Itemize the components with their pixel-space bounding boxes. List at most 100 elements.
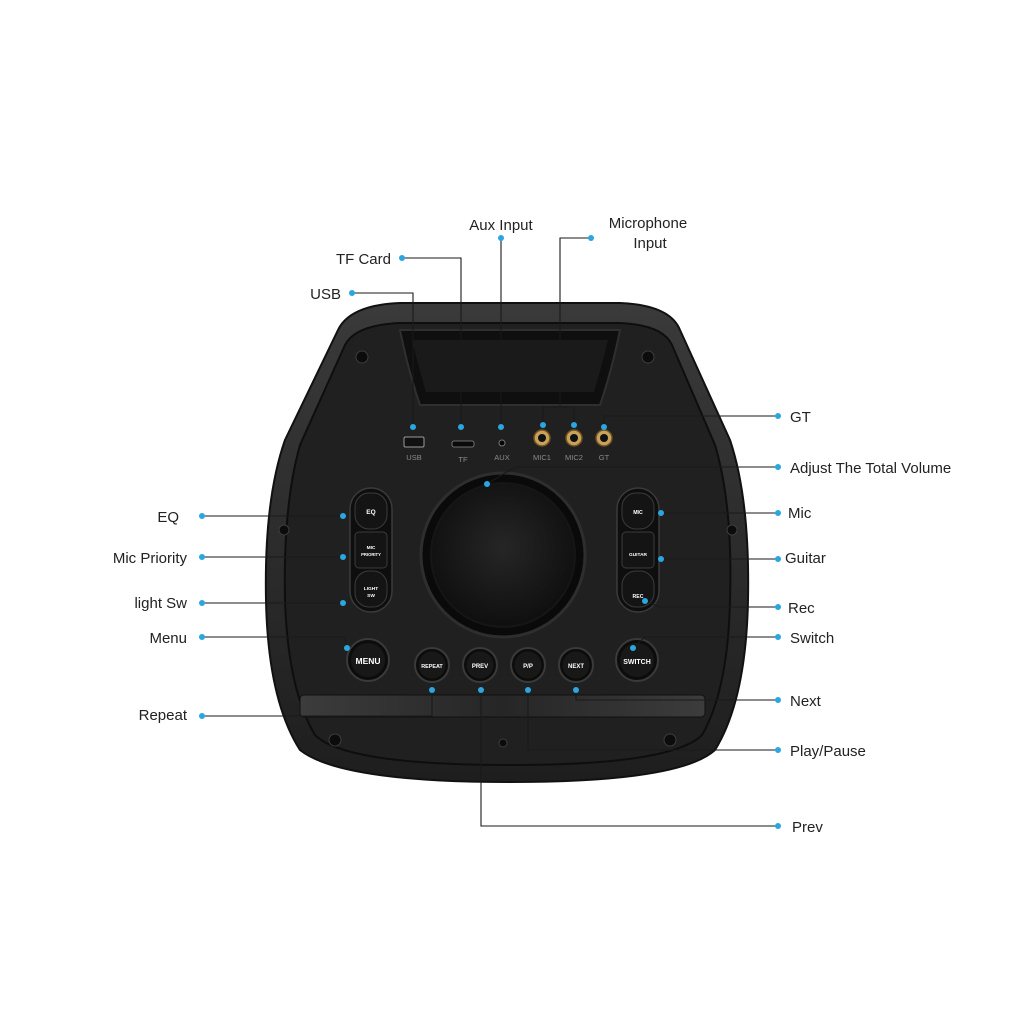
screw — [278, 524, 290, 536]
dot-usb-port — [410, 424, 416, 430]
dot-menu-button — [344, 645, 350, 651]
callout-repeat: Repeat — [139, 707, 188, 724]
callout-mic: Mic — [788, 505, 812, 522]
dot-rec-label — [775, 604, 781, 610]
rec-button-label: REC — [633, 594, 644, 600]
callout-light-sw: light Sw — [134, 595, 187, 612]
dot-tf-label — [399, 255, 405, 261]
dot-guitar-button — [658, 556, 664, 562]
dot-mic-input-label — [588, 235, 594, 241]
dot-mic2-port — [571, 422, 577, 428]
dot-aux-port — [498, 424, 504, 430]
aux-jack-label: AUX — [494, 453, 509, 462]
bottom-grip-strip — [299, 694, 706, 718]
dot-switch-button — [630, 645, 636, 651]
leader-prev — [480, 690, 778, 827]
dot-mic-priority-button — [340, 554, 346, 560]
eq-button[interactable]: EQ — [354, 492, 388, 530]
callout-adjust-volume: Adjust The Total Volume — [790, 460, 951, 477]
leader-repeat — [202, 690, 433, 717]
menu-button-label: MENU — [355, 656, 380, 666]
guitar-button[interactable]: GUITAR — [621, 531, 655, 569]
dot-repeat-button — [429, 687, 435, 693]
dot-switch-label — [775, 634, 781, 640]
callout-microphone-input-line1: Microphone — [609, 215, 687, 232]
dot-eq-label — [199, 513, 205, 519]
leader-gt — [603, 415, 778, 427]
callout-tf-card: TF Card — [336, 251, 391, 268]
play-pause-button[interactable]: P/P — [510, 647, 546, 683]
callout-prev: Prev — [792, 819, 823, 836]
callout-microphone-input-line2: Input — [633, 235, 667, 252]
screw — [498, 738, 508, 748]
usb-port-label: USB — [406, 453, 421, 462]
gt-jack-label: GT — [599, 453, 610, 462]
dot-play-pause-label — [775, 747, 781, 753]
dot-play-pause-button — [525, 687, 531, 693]
dot-gt-port — [601, 424, 607, 430]
dot-volume-knob — [484, 481, 490, 487]
screw — [328, 733, 342, 747]
dot-prev-button — [478, 687, 484, 693]
eq-button-label: EQ — [366, 509, 375, 516]
mic1-jack-label: MIC1 — [533, 453, 551, 462]
aux-jack-icon — [498, 439, 506, 447]
repeat-button-label: REPEAT — [421, 664, 443, 670]
callout-menu: Menu — [149, 630, 187, 647]
dot-mic1-port — [540, 422, 546, 428]
dot-usb-label — [349, 290, 355, 296]
next-button[interactable]: NEXT — [558, 647, 594, 683]
prev-button-label: PREV — [472, 664, 488, 670]
repeat-button[interactable]: REPEAT — [414, 647, 450, 683]
callout-mic-priority: Mic Priority — [113, 550, 188, 567]
dot-mic-priority-label — [199, 554, 205, 560]
callout-rec: Rec — [788, 600, 815, 617]
tf-slot-label: TF — [458, 455, 468, 464]
dot-gt-label — [775, 413, 781, 419]
callout-gt: GT — [790, 409, 811, 426]
menu-button[interactable]: MENU — [346, 638, 390, 682]
light-sw-button-label-line2: SW — [367, 593, 375, 599]
right-button-column: MIC GUITAR REC — [616, 487, 660, 613]
mic-priority-button-label-line1: MIC — [367, 545, 376, 551]
dot-mic-label — [775, 510, 781, 516]
bottom-button-row: MENU REPEAT PREV P/P NEXT SWITCH — [346, 638, 659, 683]
volume-knob[interactable] — [419, 471, 587, 639]
light-sw-button[interactable]: LIGHT SW — [354, 570, 388, 608]
callout-next: Next — [790, 693, 822, 710]
mic-button[interactable]: MIC — [621, 492, 655, 530]
leader-lines — [202, 237, 778, 827]
mic-button-label: MIC — [633, 510, 643, 516]
screw — [641, 350, 655, 364]
dot-mic-button — [658, 510, 664, 516]
callout-guitar: Guitar — [785, 550, 826, 567]
switch-button-label: SWITCH — [623, 659, 651, 666]
rec-button[interactable]: REC — [621, 570, 655, 608]
leader-switch — [632, 636, 778, 649]
leader-next — [575, 690, 778, 701]
mic2-jack-label: MIC2 — [565, 453, 583, 462]
light-sw-button-label-line1: LIGHT — [364, 586, 378, 592]
leader-rec — [644, 600, 778, 608]
next-button-label: NEXT — [568, 664, 584, 670]
dot-rec-button — [642, 598, 648, 604]
gt-jack-hole — [600, 434, 608, 442]
mic-priority-button-label-line2: PRIORITY — [361, 552, 381, 557]
leader-volume — [486, 466, 778, 485]
dot-light-sw-button — [340, 600, 346, 606]
callout-switch: Switch — [790, 630, 834, 647]
left-button-column: EQ MIC PRIORITY LIGHT SW — [349, 487, 393, 613]
screw — [355, 350, 369, 364]
callout-labels: Aux Input Microphone Input TF Card USB G… — [113, 215, 951, 836]
leader-microphone-input-branch — [560, 406, 575, 425]
dot-next-label — [775, 697, 781, 703]
prev-button[interactable]: PREV — [462, 647, 498, 683]
dot-next-button — [573, 687, 579, 693]
mic2-jack-hole — [570, 434, 578, 442]
mic-priority-button[interactable]: MIC PRIORITY — [354, 531, 388, 569]
switch-button[interactable]: SWITCH — [615, 638, 659, 682]
dot-volume-label — [775, 464, 781, 470]
callout-dots — [199, 235, 781, 829]
volume-knob-face — [430, 482, 576, 628]
